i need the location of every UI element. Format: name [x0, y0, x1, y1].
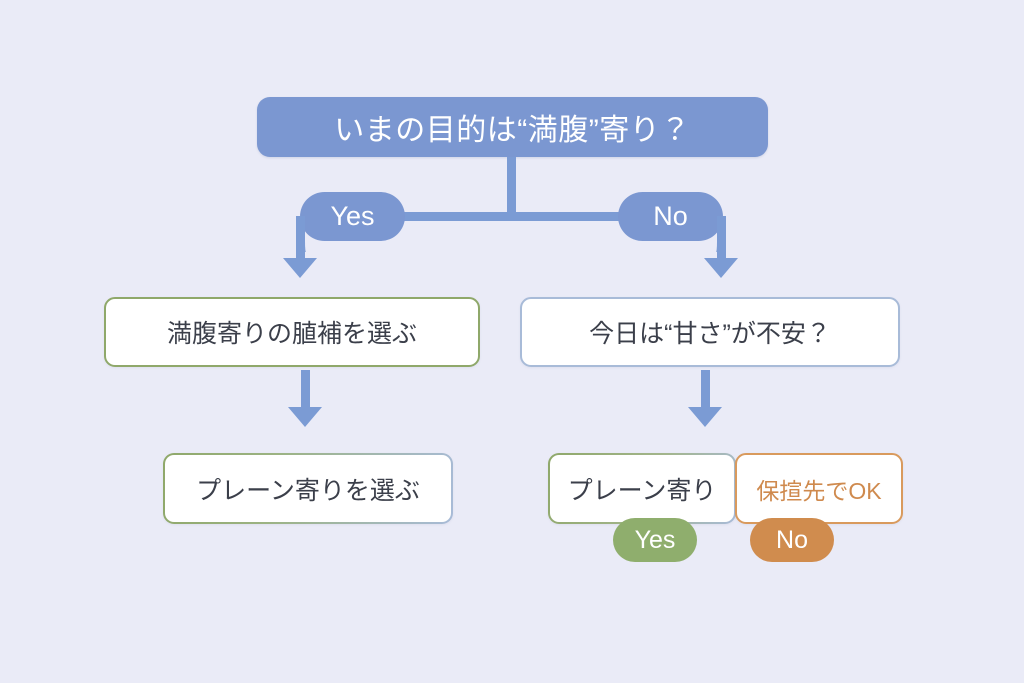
connector-left-mid-shaft	[301, 370, 310, 410]
arrowhead-left-mid	[288, 407, 322, 427]
connector-right-mid-shaft	[701, 370, 710, 410]
connector-yes-elbow	[296, 216, 322, 252]
connector-no-shaft	[717, 241, 726, 261]
leaf-badge-yes-label: Yes	[634, 525, 676, 554]
connector-root-stem	[507, 157, 516, 212]
node-left-leaf-label: プレーン寄りを選ぶ	[196, 476, 420, 505]
root-question-label: いまの目的は“満腹”寄り？	[334, 114, 691, 147]
leaf-badge-yes[interactable]: Yes	[613, 518, 697, 562]
arrowhead-no	[704, 258, 738, 278]
node-left-mid[interactable]: 満腹寄りの䐈補を選ぶ	[104, 297, 480, 367]
leaf-badge-no-label: No	[776, 525, 808, 554]
branch-pill-yes-label: Yes	[330, 201, 375, 231]
root-question-box[interactable]: いまの目的は“満腹”寄り？	[257, 97, 768, 157]
node-right-mid[interactable]: 今日は“甘さ”が不安？	[520, 297, 900, 367]
node-right-leaf-yes[interactable]: プレーン寄り	[548, 453, 736, 524]
node-right-leaf-no[interactable]: 保揎先でOK	[735, 453, 903, 524]
connector-branch-bar	[330, 212, 700, 221]
node-right-leaf-yes-label: プレーン寄り	[567, 476, 717, 505]
node-right-leaf-no-label: 保揎先でOK	[756, 477, 882, 504]
node-left-mid-label: 満腹寄りの䐈補を選ぶ	[166, 320, 417, 348]
arrowhead-right-mid	[688, 407, 722, 427]
connector-yes-shaft	[296, 241, 305, 261]
leaf-badge-no[interactable]: No	[750, 518, 834, 562]
node-left-leaf[interactable]: プレーン寄りを選ぶ	[163, 453, 453, 524]
node-right-mid-label: 今日は“甘さ”が不安？	[589, 320, 831, 348]
branch-pill-no-label: No	[653, 201, 688, 231]
connector-no-elbow	[700, 216, 726, 252]
arrowhead-yes	[283, 258, 317, 278]
